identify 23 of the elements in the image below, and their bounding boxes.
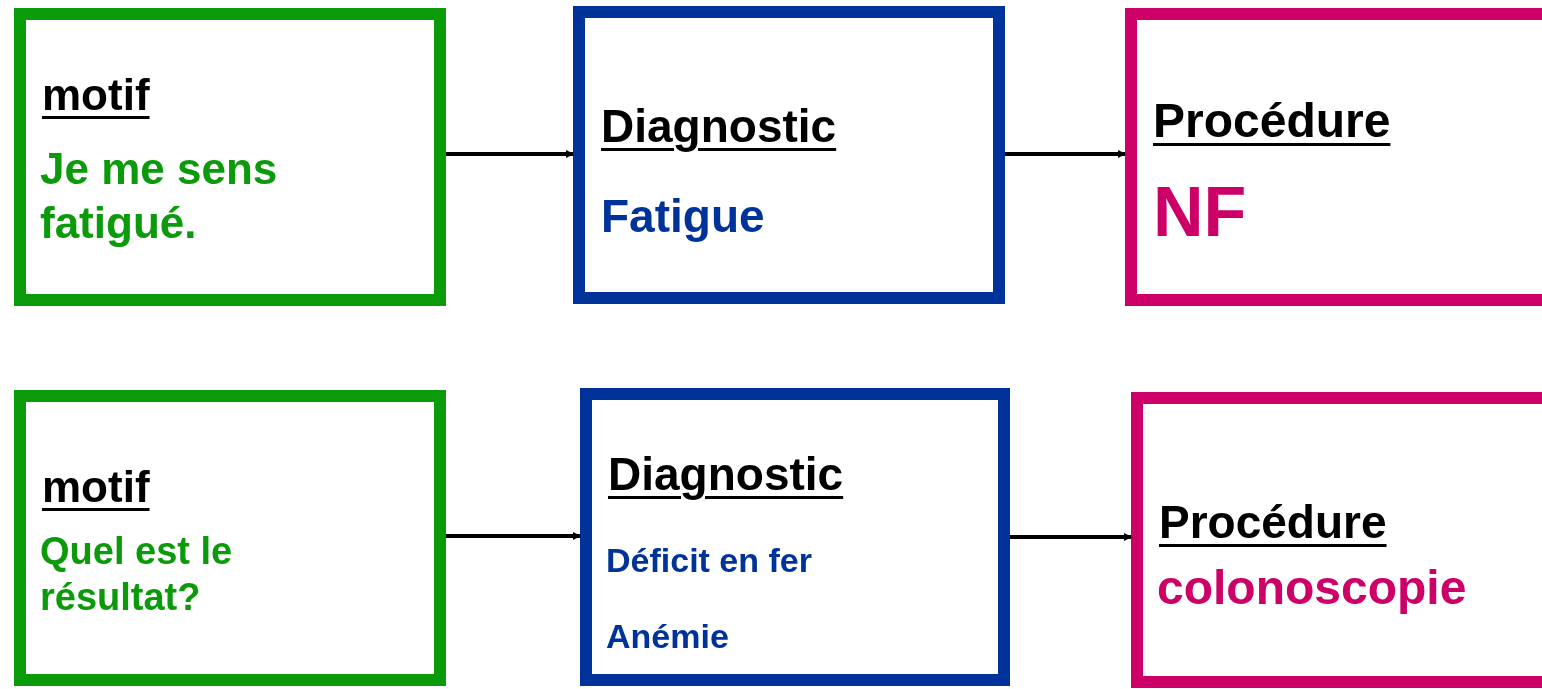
process-box (14, 390, 446, 686)
body-text: Quel est le résultat? (40, 529, 234, 621)
heading: motif (42, 461, 150, 513)
heading: Procédure (1153, 93, 1391, 149)
body-text: colonoscopie (1157, 560, 1467, 616)
heading: motif (42, 69, 150, 121)
arrow (1005, 150, 1126, 158)
arrow (1010, 533, 1132, 541)
body-text: Je me sens fatigué. (40, 143, 279, 249)
body-text: Fatigue (601, 189, 765, 244)
heading: Diagnostic (608, 447, 844, 502)
body-text: Anémie (606, 616, 729, 657)
body-text: Déficit en fer (606, 540, 812, 581)
process-box (1131, 392, 1542, 688)
heading: Diagnostic (601, 99, 837, 154)
arrow (446, 532, 581, 540)
heading: Procédure (1159, 495, 1387, 550)
process-box (580, 388, 1010, 686)
body-text: NF (1153, 172, 1247, 253)
process-box (14, 8, 446, 306)
process-box (573, 6, 1005, 304)
arrow (446, 150, 574, 158)
process-box (1125, 8, 1542, 306)
